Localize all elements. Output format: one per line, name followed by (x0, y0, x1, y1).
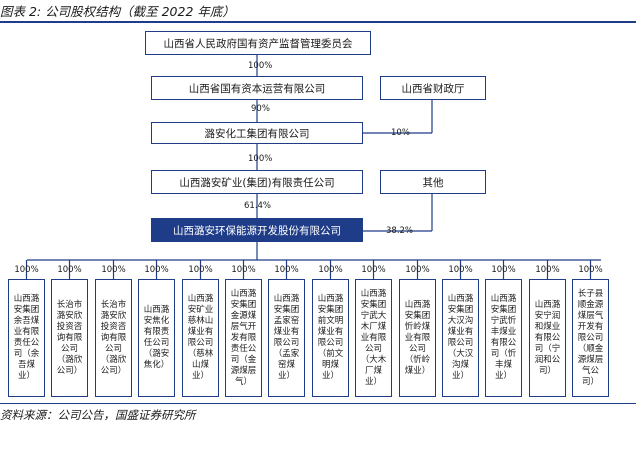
figure-source: 资料来源：公司公告，国盛证券研究所 (0, 408, 196, 422)
subsidiary-box: 山西潞安集团金源煤层气开发有限责任公司（金源煤层气） (225, 279, 262, 397)
subsidiary-box: 山西潞安集团忻岭煤业有限公司（忻岭煤业） (399, 279, 436, 397)
node-luan-mining-label: 山西潞安矿业(集团)有限责任公司 (179, 176, 335, 189)
figure-title: 图表 2: 公司股权结构（截至 2022 年底） (0, 4, 235, 19)
node-finance: 山西省财政厅 (380, 76, 486, 100)
edge-chem-mining: 100% (248, 154, 273, 164)
edge-finance-chem: 10% (391, 128, 410, 138)
subsidiary-box: 山西潞安集团余吾煤业有限责任公司（余吾煤业） (8, 279, 45, 397)
subsidiary-name: 山西潞安集团宁武忻丰煤业有限公司（忻丰煤业） (490, 294, 517, 381)
subsidiary-name: 长治市潞安欣投资咨询有限公司（潞欣公司） (100, 299, 127, 376)
subsidiary-box: 山西潞安集团宁武忻丰煤业有限公司（忻丰煤业） (485, 279, 522, 397)
subsidiary-pct: 100% (231, 265, 256, 275)
subsidiary-box: 山西潞安集团孟家窑煤业有限公司（孟家窑煤业） (268, 279, 305, 397)
bottom-rule (0, 403, 636, 404)
subsidiary-name: 长子县顺金源煤层气开发有限公司（顺金源煤层气公司） (577, 288, 604, 387)
subsidiary-box: 山西潞安宁润和煤业有限公司（宁润和公司） (529, 279, 566, 397)
node-others: 其他 (380, 170, 486, 194)
edge-others-company: 38.2% (386, 226, 414, 236)
subsidiary-pct: 100% (318, 265, 343, 275)
subsidiary-box: 山西潞安集团大汉沟煤业有限公司（大汉沟煤业） (442, 279, 479, 397)
subsidiary-name: 山西潞安矿业慈林山煤业有限公司（慈林山煤业） (187, 294, 214, 381)
subsidiary-pct: 100% (491, 265, 516, 275)
subsidiary-name: 山西潞安宁润和煤业有限公司（宁润和公司） (534, 299, 561, 376)
subsidiary-pct: 100% (14, 265, 39, 275)
subsidiary-pct: 100% (274, 265, 299, 275)
subsidiary-name: 山西潞安焦化有限责任公司（潞安焦化） (143, 305, 170, 370)
subsidiary-pct: 100% (188, 265, 213, 275)
subsidiary-name: 山西潞安集团宁武大木厂煤业有限公司（大木厂煤业） (360, 288, 387, 387)
edge-operator-chem: 90% (251, 104, 270, 114)
subsidiary-box: 山西潞安焦化有限责任公司（潞安焦化） (138, 279, 175, 397)
node-finance-label: 山西省财政厅 (401, 82, 465, 95)
subsidiary-pct: 100% (361, 265, 386, 275)
subsidiary-name: 山西潞安集团金源煤层气开发有限责任公司（金源煤层气） (230, 288, 257, 387)
edge-mining-company: 61.4% (244, 201, 272, 211)
subsidiary-box: 山西潞安集团宁武大木厂煤业有限公司（大木厂煤业） (355, 279, 392, 397)
subsidiary-box: 山西潞安矿业慈林山煤业有限公司（慈林山煤业） (182, 279, 219, 397)
node-operator-label: 山西省国有资本运营有限公司 (188, 82, 326, 95)
node-sasac-label: 山西省人民政府国有资产监督管理委员会 (163, 37, 353, 50)
subsidiary-box: 长治市潞安欣投资咨询有限公司（潞欣公司） (51, 279, 88, 397)
subsidiary-pct: 100% (405, 265, 430, 275)
node-luan-mining: 山西潞安矿业(集团)有限责任公司 (151, 170, 363, 194)
node-company: 山西潞安环保能源开发股份有限公司 (151, 218, 363, 242)
subsidiary-name: 山西潞安集团余吾煤业有限责任公司（余吾煤业） (13, 294, 40, 381)
subsidiary-pct: 100% (448, 265, 473, 275)
subsidiary-pct: 100% (57, 265, 82, 275)
node-sasac: 山西省人民政府国有资产监督管理委员会 (145, 31, 371, 55)
top-rule (0, 21, 636, 23)
subsidiary-box: 长子县顺金源煤层气开发有限公司（顺金源煤层气公司） (572, 279, 609, 397)
node-luan-chem: 潞安化工集团有限公司 (151, 122, 363, 144)
subsidiary-box: 山西潞安集团前文明煤业有限公司（前文明煤业） (312, 279, 349, 397)
subsidiary-name: 山西潞安集团忻岭煤业有限公司（忻岭煤业） (404, 299, 431, 376)
node-company-label: 山西潞安环保能源开发股份有限公司 (173, 224, 341, 237)
edge-sasac-operator: 100% (248, 61, 273, 71)
subsidiary-box: 长治市潞安欣投资咨询有限公司（潞欣公司） (95, 279, 132, 397)
node-luan-chem-label: 潞安化工集团有限公司 (204, 127, 310, 140)
subsidiary-name: 山西潞安集团大汉沟煤业有限公司（大汉沟煤业） (447, 294, 474, 381)
subsidiary-pct: 100% (101, 265, 126, 275)
node-others-label: 其他 (422, 176, 444, 189)
subsidiary-pct: 100% (578, 265, 603, 275)
subsidiary-pct: 100% (535, 265, 560, 275)
subsidiary-pct: 100% (144, 265, 169, 275)
subsidiary-name: 山西潞安集团前文明煤业有限公司（前文明煤业） (317, 294, 344, 381)
subsidiary-name: 山西潞安集团孟家窑煤业有限公司（孟家窑煤业） (273, 294, 300, 381)
subsidiary-name: 长治市潞安欣投资咨询有限公司（潞欣公司） (56, 299, 83, 376)
node-operator: 山西省国有资本运营有限公司 (151, 76, 363, 100)
